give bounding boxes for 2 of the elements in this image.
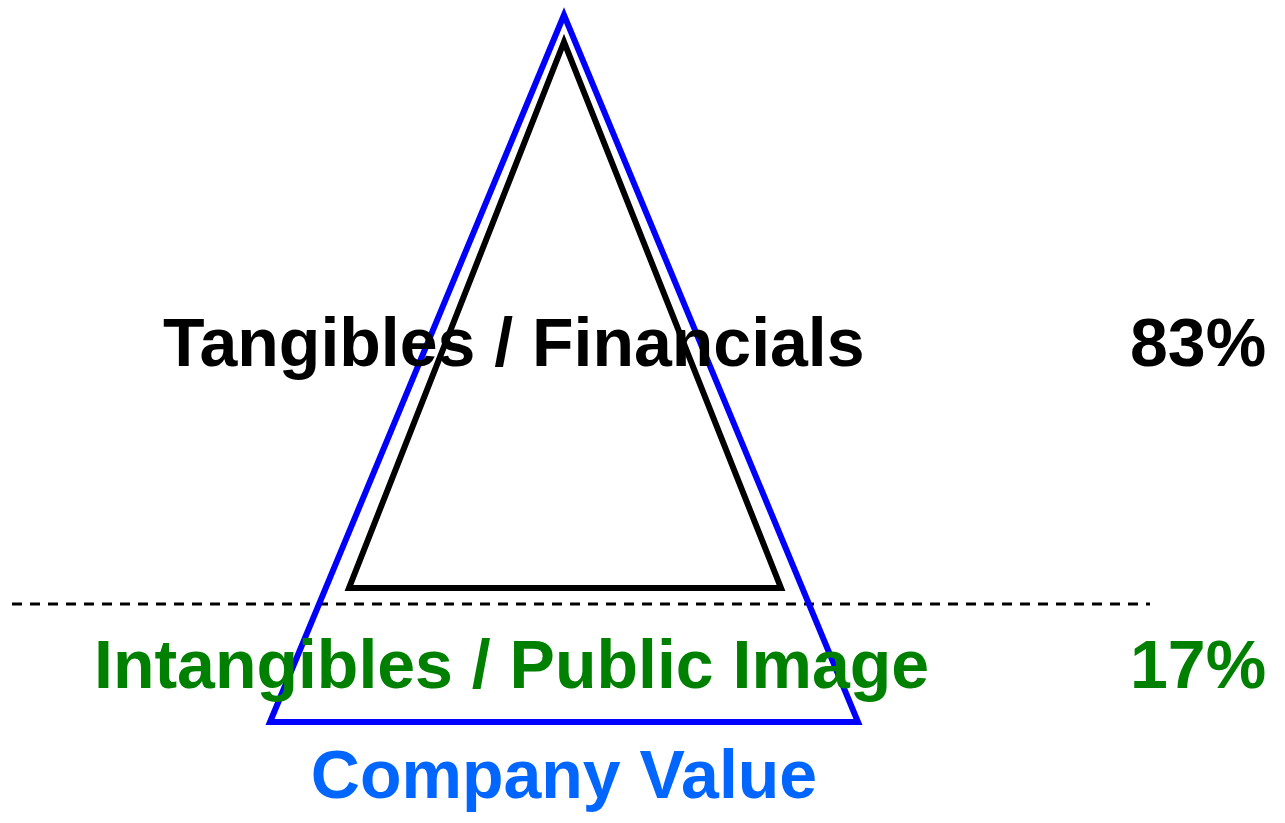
percentage-label: 83% [1130, 308, 1267, 376]
percentage-label: 17% [1130, 630, 1267, 698]
